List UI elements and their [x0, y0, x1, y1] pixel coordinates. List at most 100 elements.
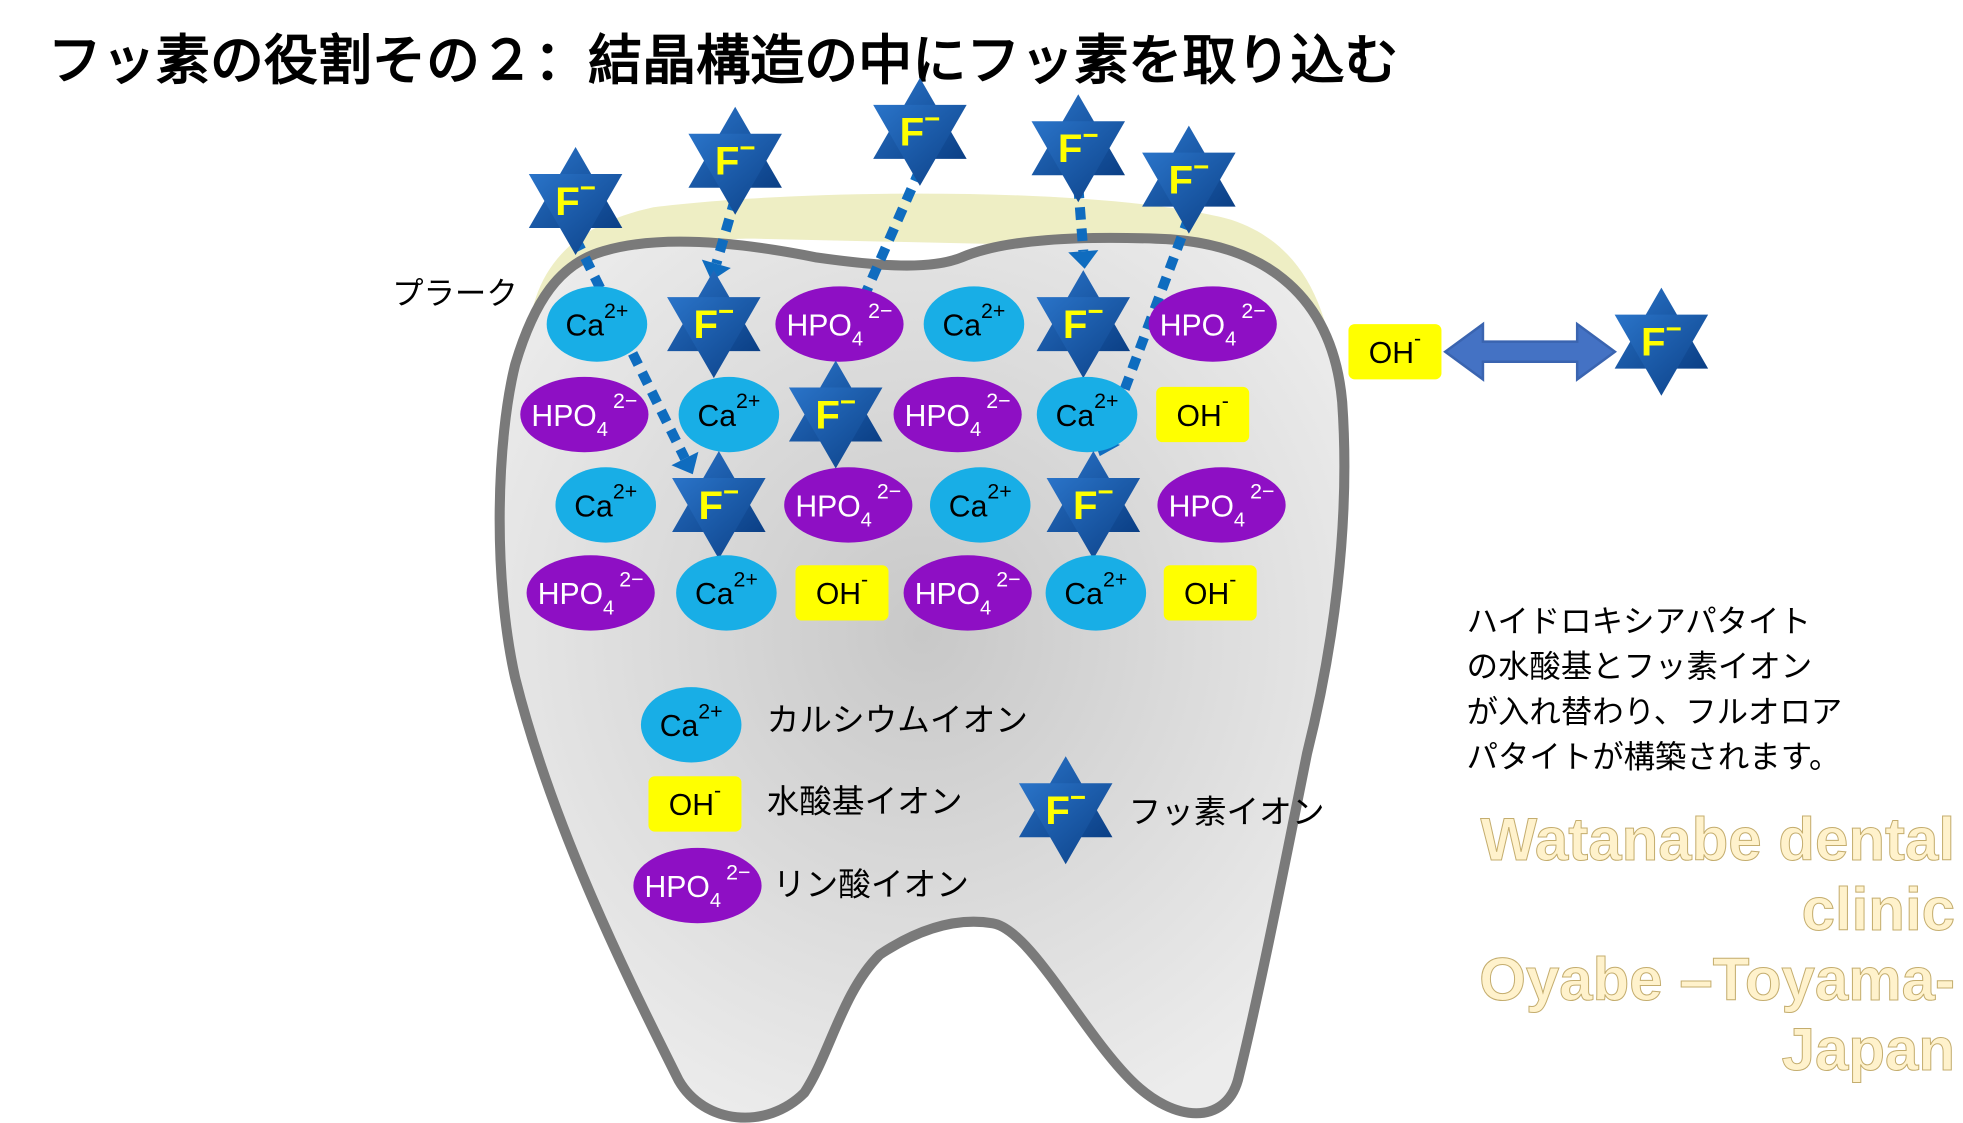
- ion-label: HPO42−: [538, 568, 644, 620]
- ion-label: HPO42−: [905, 389, 1011, 441]
- explanation-line-2: の水酸基とフッ素イオン: [1467, 649, 1813, 685]
- ion-label: Ca2+: [660, 700, 723, 744]
- hpo-ion: HPO42−: [633, 847, 762, 924]
- calcium-ion-shape: [546, 286, 648, 362]
- ion-label: HPO42−: [787, 299, 893, 351]
- ion-label: Ca2+: [943, 299, 1006, 343]
- f-ion: F−: [1036, 270, 1131, 379]
- phosphate-ion-shape: [903, 555, 1032, 631]
- phosphate-ion-shape: [633, 847, 762, 924]
- hpo-ion: HPO42−: [520, 376, 649, 453]
- calcium-ion-shape: [1045, 555, 1147, 631]
- ion-label: HPO42−: [645, 860, 751, 912]
- plaque-label: プラーク: [392, 276, 518, 312]
- ion-label: F−: [815, 386, 856, 438]
- star-icon: [667, 297, 761, 379]
- ion-label: HPO42−: [915, 568, 1021, 620]
- legend-item-f: F− フッ素イオン: [1018, 756, 1325, 865]
- dotted-arrow-line: [711, 197, 741, 266]
- f-ion: F−: [1031, 94, 1126, 203]
- hydroxide-ion-shape: [648, 776, 742, 832]
- ion-label: F−: [1073, 476, 1114, 528]
- legend-item-ca: Ca2+ カルシウムイオン: [640, 687, 1028, 763]
- hydroxide-ion-shape: [795, 565, 889, 621]
- ca-ion: Ca2+: [676, 555, 777, 631]
- f-ion: F−: [672, 450, 766, 559]
- calcium-ion-shape: [640, 687, 742, 763]
- ion-label: OH-: [1177, 389, 1229, 433]
- explanation-text: ハイドロキシアパタイト の水酸基とフッ素イオン が入れ替わり、フルオロア パタイ…: [1467, 604, 1843, 776]
- f-ion: F−: [1142, 125, 1236, 234]
- star-icon: [1614, 314, 1709, 396]
- ion-label: F−: [1058, 119, 1099, 171]
- f-ion: F−: [1046, 450, 1141, 559]
- ion-label: Ca2+: [565, 299, 628, 343]
- ion-label: F−: [698, 476, 739, 528]
- ion-label: OH-: [1369, 326, 1421, 370]
- legend-item-oh: OH- 水酸基イオン: [648, 776, 963, 832]
- star-icon: [788, 387, 883, 469]
- ion-label: OH-: [816, 568, 868, 612]
- ion-label: Ca2+: [949, 480, 1012, 524]
- ca-ion: Ca2+: [546, 286, 648, 362]
- ion-label: Ca2+: [574, 480, 637, 524]
- phosphate-ion-shape: [526, 555, 655, 631]
- incoming-fluoride-ions: F−F−F−F−F−: [528, 77, 1236, 255]
- ca-ion: Ca2+: [1036, 376, 1138, 453]
- star-icon: [1046, 477, 1141, 559]
- watermark-line-1: Watanabe dental clinic: [1480, 806, 1956, 944]
- ion-label: F−: [900, 103, 941, 155]
- ion-label: F−: [1045, 781, 1086, 833]
- star-icon: [528, 173, 623, 255]
- f-ion: F−: [873, 77, 967, 186]
- ca-ion: Ca2+: [923, 286, 1025, 362]
- oh-ion: OH-: [1163, 565, 1257, 621]
- phosphate-ion-shape: [1157, 467, 1286, 543]
- phosphate-ion-shape: [775, 286, 904, 362]
- star-icon: [1031, 121, 1126, 203]
- legend-label: 水酸基イオン: [767, 783, 963, 821]
- ca-ion: Ca2+: [1045, 555, 1147, 631]
- star-icon: [1142, 152, 1236, 234]
- star-icon: [688, 133, 782, 215]
- calcium-ion-shape: [929, 467, 1031, 543]
- explanation-line-1: ハイドロキシアパタイト: [1467, 604, 1811, 640]
- arrowhead-icon: [701, 259, 731, 281]
- watermark: Watanabe dental clinic Oyabe –Toyama-Jap…: [1360, 805, 1956, 1085]
- f-ion: F−: [788, 360, 883, 469]
- ca-ion: Ca2+: [678, 376, 780, 453]
- crystal-lattice: Ca2+F−HPO42−Ca2+F−HPO42−HPO42−Ca2+F−HPO4…: [520, 270, 1286, 631]
- ion-label: HPO42−: [1169, 480, 1275, 532]
- arrowhead-icon: [671, 451, 699, 475]
- star-icon: [1036, 297, 1131, 379]
- dotted-arrow-line: [571, 236, 690, 461]
- ion-label: F−: [1063, 295, 1104, 347]
- arrowhead-icon: [1068, 250, 1099, 269]
- legend-label: フッ素イオン: [1129, 793, 1325, 831]
- f-ion: F−: [1018, 756, 1113, 865]
- ion-label: Ca2+: [1056, 389, 1119, 433]
- hydroxide-ion-shape: [1156, 386, 1250, 443]
- legend-label: リン酸イオン: [773, 866, 969, 904]
- phosphate-ion-shape: [1148, 286, 1277, 362]
- ion-label: Ca2+: [695, 568, 758, 612]
- hydroxide-ion-shape: [1348, 324, 1442, 380]
- legend-label: カルシウムイオン: [767, 701, 1028, 739]
- hpo-ion: HPO42−: [1157, 467, 1286, 543]
- slide-title: フッ素の役割その２：結晶構造の中にフッ素を取り込む: [48, 29, 1399, 92]
- watermark-line-2: Oyabe –Toyama-Japan: [1479, 946, 1956, 1084]
- double-arrow: [1443, 321, 1618, 382]
- ion-label: OH-: [669, 779, 721, 823]
- oh-ion: OH-: [1348, 324, 1442, 380]
- ion-label: F−: [555, 172, 596, 224]
- exchange-diagram: OH-F−: [1348, 287, 1709, 396]
- legend: Ca2+ カルシウムイオン OH- 水酸基イオン F− フッ素イオン HPO42− リン酸イオ…: [633, 687, 1325, 924]
- ion-label: HPO42−: [1160, 299, 1266, 351]
- star-icon: [873, 104, 967, 186]
- hpo-ion: HPO42−: [903, 555, 1032, 631]
- tooth-outline: [494, 232, 1350, 1123]
- star-icon: [1018, 783, 1113, 865]
- star-icon: [672, 477, 766, 559]
- calcium-ion-shape: [1036, 376, 1138, 453]
